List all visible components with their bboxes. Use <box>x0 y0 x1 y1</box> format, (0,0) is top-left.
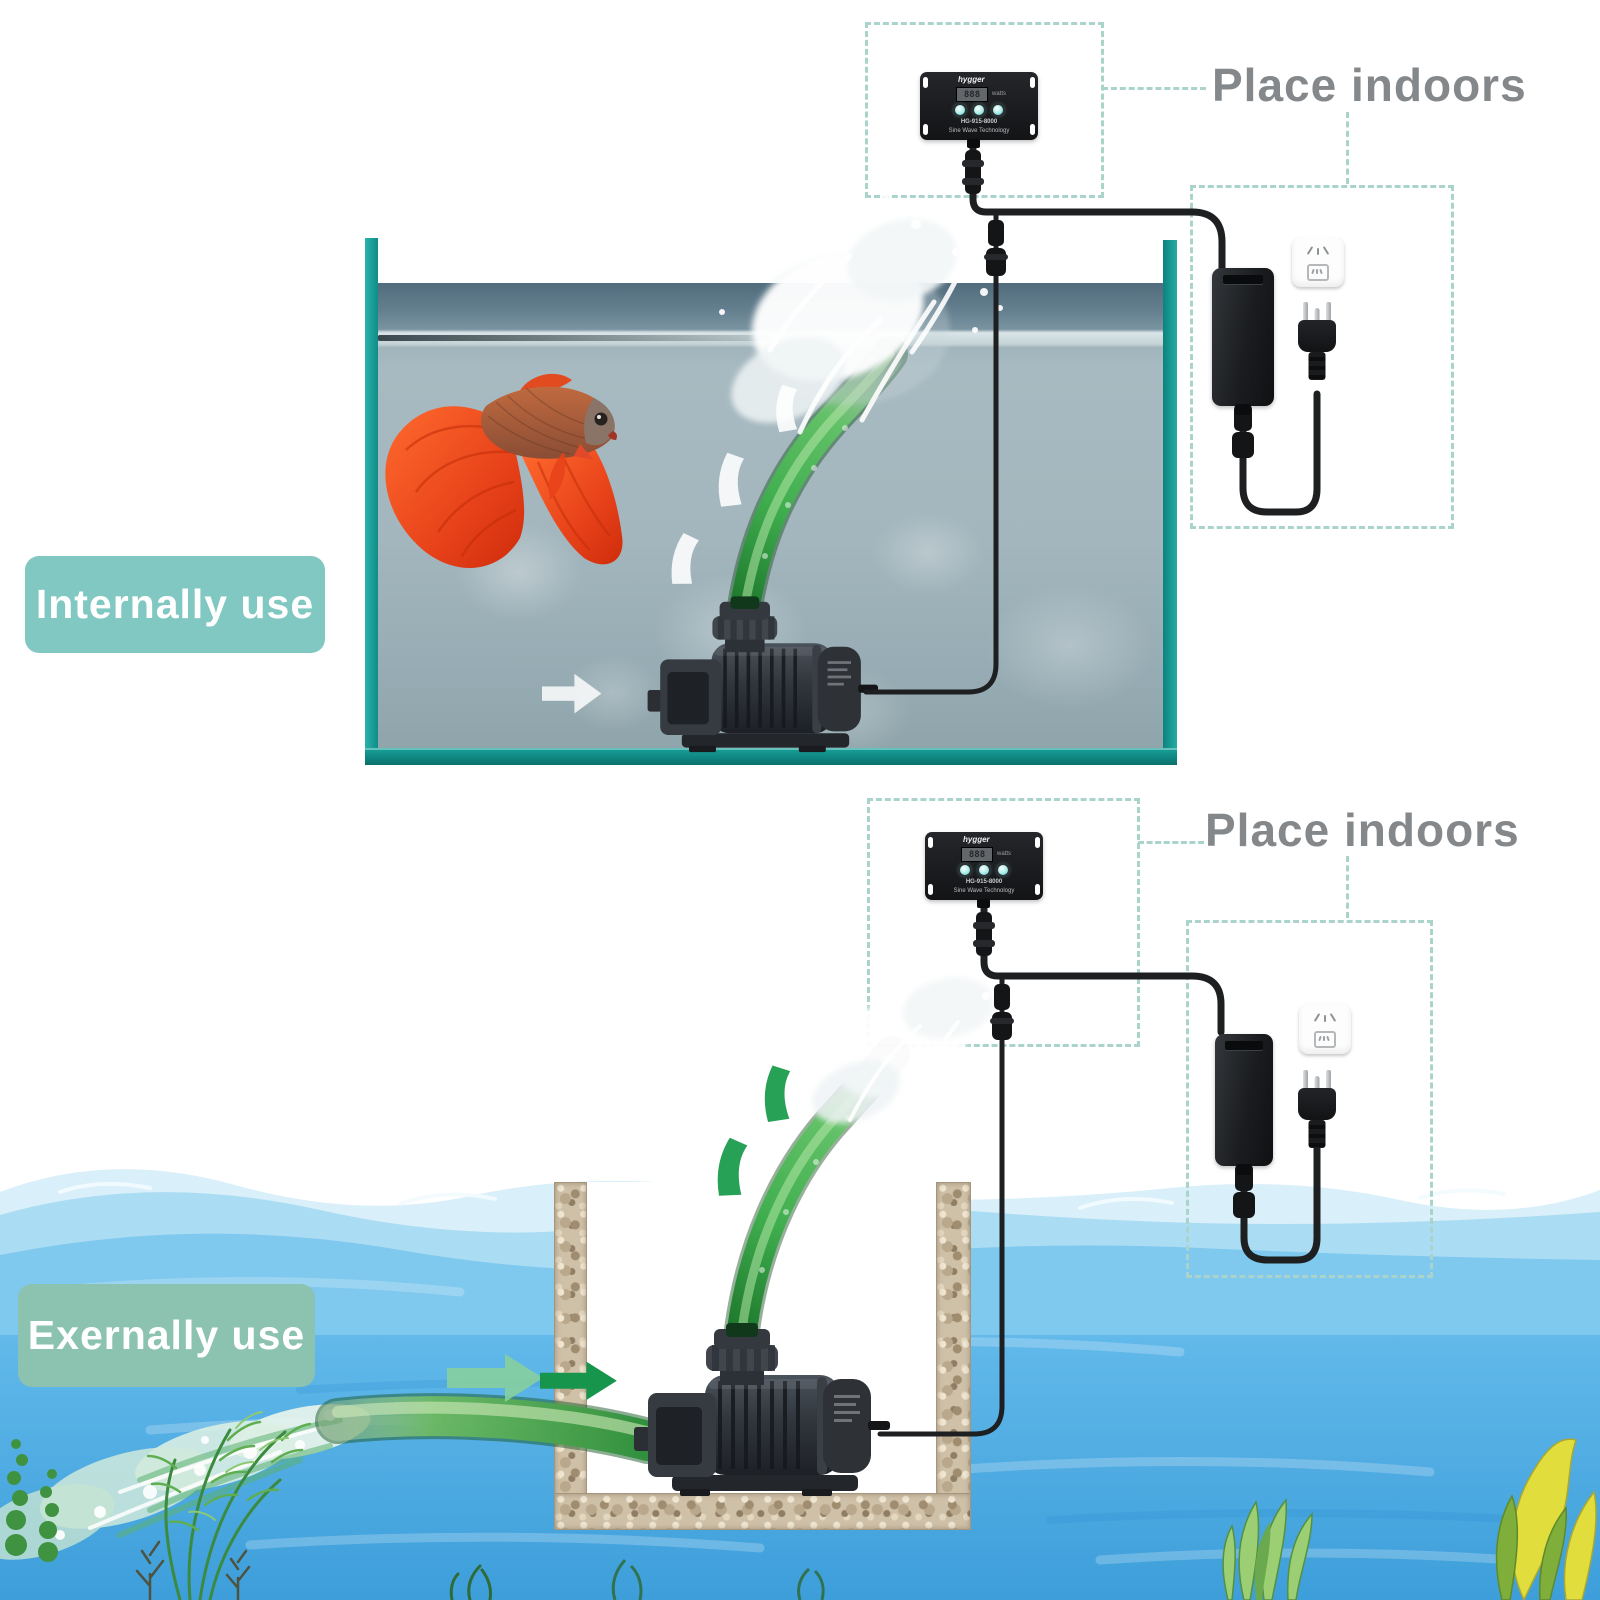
outlet-socket-icon <box>1307 264 1329 281</box>
adapter-port-icon <box>1225 1041 1263 1050</box>
leader-line-internal-v <box>1346 112 1349 184</box>
tank-glass-bottom <box>365 748 1177 765</box>
leader-line-external-h <box>1138 841 1204 844</box>
controller-buttons <box>925 865 1043 875</box>
brand-logo: hygger <box>963 835 990 844</box>
plug-body <box>1298 1088 1336 1120</box>
controller-button-icon <box>955 105 965 115</box>
water-surface-shadow <box>377 335 834 341</box>
mount-slot <box>928 884 933 895</box>
pond-interior <box>585 1182 936 1495</box>
plug-prong-icon <box>1303 302 1308 321</box>
adapter-output-nub <box>1235 404 1251 415</box>
mount-slot <box>923 124 928 135</box>
outlet-socket-icon <box>1314 1031 1336 1048</box>
mount-slot <box>1035 837 1040 848</box>
plug-prong-icon <box>1303 1070 1308 1089</box>
plug-body <box>1298 320 1336 352</box>
plug-prong-icon <box>1326 302 1331 321</box>
controller-button-icon <box>979 865 989 875</box>
controller-model-text: HG-915-8000 <box>960 119 998 125</box>
controller-tech-text: Sine Wave Technology <box>953 888 1015 894</box>
place-indoors-label-external: Place indoors <box>1205 804 1520 856</box>
pond-wall-right <box>936 1182 971 1530</box>
pond-wall-left <box>554 1182 587 1530</box>
watts-label: watts <box>992 91 1007 97</box>
dc-jack-icon <box>977 899 990 908</box>
adapter-output-nub <box>1236 1164 1252 1175</box>
pond-wall-bottom <box>554 1493 971 1530</box>
watts-label: watts <box>997 851 1012 857</box>
watts-display: 888 <box>956 87 988 102</box>
outlet-prong-slots-icon <box>1299 1013 1351 1022</box>
place-indoors-label-internal: Place indoors <box>1212 59 1527 111</box>
plug-neck <box>1308 1120 1326 1148</box>
brand-logo: hygger <box>958 75 985 84</box>
controller-model-text: HG-915-8000 <box>965 879 1003 885</box>
adapter-box-external <box>1186 920 1433 1278</box>
betta-fish-icon <box>385 373 623 568</box>
controller-button-icon <box>974 105 984 115</box>
mount-slot <box>928 837 933 848</box>
seaweed-right <box>1222 1438 1597 1600</box>
adapter-box-internal <box>1190 185 1454 529</box>
pump-controller-internal: hygger 888 watts HG-915-8000 Sine Wave T… <box>920 72 1038 148</box>
tank-glass-left <box>365 238 378 755</box>
controller-buttons <box>920 105 1038 115</box>
outlet-prong-slots-icon <box>1292 246 1344 255</box>
adapter-port-icon <box>1223 275 1263 284</box>
power-adapter-external <box>1215 1034 1273 1175</box>
leader-line-internal-h <box>1102 87 1206 90</box>
plug-neck <box>1308 352 1326 380</box>
wall-outlet-external <box>1299 1004 1351 1054</box>
externally-use-badge: Exernally use <box>18 1284 315 1387</box>
mount-slot <box>923 77 928 88</box>
power-adapter-internal <box>1212 268 1274 415</box>
pump-controller-external: hygger 888 watts HG-915-8000 Sine Wave T… <box>925 832 1043 908</box>
mount-slot <box>1030 124 1035 135</box>
plug-ground-prong-icon <box>1314 308 1320 321</box>
mount-slot <box>1035 884 1040 895</box>
wall-outlet-internal <box>1292 237 1344 287</box>
watts-value: 888 <box>968 849 986 860</box>
seaweed-left <box>5 1411 492 1600</box>
leader-line-external-v <box>1346 856 1349 918</box>
plug-prong-icon <box>1326 1070 1331 1089</box>
watts-value: 888 <box>963 89 981 100</box>
dc-jack-icon <box>967 139 980 148</box>
internally-use-badge: Internally use <box>25 556 325 653</box>
controller-button-icon <box>960 865 970 875</box>
watts-display: 888 <box>961 847 993 862</box>
mount-slot <box>1030 77 1035 88</box>
controller-tech-text: Sine Wave Technology <box>948 128 1010 134</box>
plug-ground-prong-icon <box>1314 1076 1320 1089</box>
water-dark-band <box>377 283 1164 333</box>
tank-glass-right <box>1163 240 1177 755</box>
controller-button-icon <box>993 105 1003 115</box>
controller-button-icon <box>998 865 1008 875</box>
